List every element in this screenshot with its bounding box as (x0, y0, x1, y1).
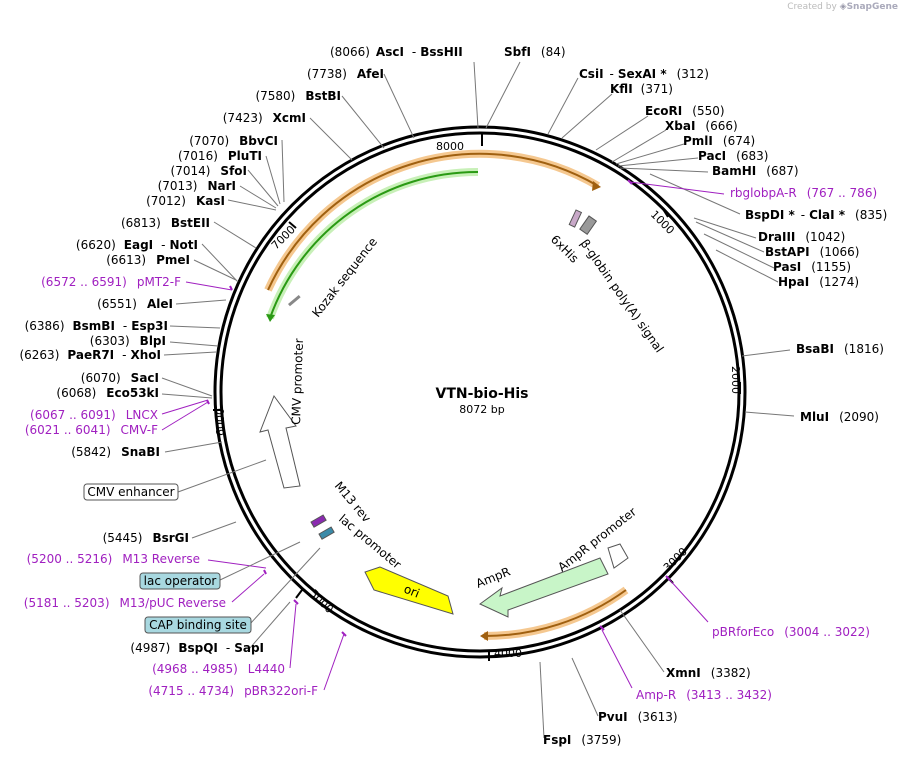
enzyme-eagI: (6620)EagI-NotI (76, 238, 198, 252)
gene-arc-inner-line (269, 170, 479, 319)
primer-rbglobpA-R: rbglobpA-R(767 .. 786) (730, 186, 877, 200)
enzyme-ascI: (8066)AscI-BssHII (330, 45, 463, 59)
enzyme-narI: (7013)NarI (158, 179, 236, 193)
enzyme-bstAPI: BstAPI(1066) (765, 245, 859, 259)
enzyme-csiI: CsiI-SexAI *(312) (579, 67, 709, 81)
gene-arc-arrow (592, 181, 601, 191)
polya-label: β-globin poly(A) signal (578, 237, 667, 356)
ori-label: ori (402, 582, 422, 601)
box-leaders (177, 459, 321, 625)
enzyme-paeR7I: (6263)PaeR7I-XhoI (19, 348, 161, 362)
enzyme-snaBI: (5842)SnaBI (71, 445, 160, 459)
lac-operator-label: lac operator (144, 574, 217, 588)
enzyme-blpI: (6303)BlpI (90, 334, 166, 348)
enzyme-bbvCI: (7070)BbvCI (189, 134, 278, 148)
enzyme-pmlI: PmlI(674) (683, 134, 755, 148)
credit-prefix: Created by (787, 2, 837, 12)
enzyme-pvuI: PvuI(3613) (598, 710, 678, 724)
m13rev-box (310, 514, 327, 528)
lac-promoter-label: lac promoter (336, 512, 404, 572)
tick-4000: 4000 (494, 647, 522, 660)
backbone-outer (213, 125, 747, 659)
enzyme-pmeI: (6613)PmeI (106, 253, 190, 267)
enzyme-aleI: (6551)AleI (97, 297, 173, 311)
ampr-arc-arrow (480, 631, 488, 641)
enzyme-fspI: FspI(3759) (543, 733, 621, 747)
polya-box (579, 215, 598, 235)
enzyme-mluI: MluI(2090) (800, 410, 879, 424)
gene-arc-outer-line (267, 152, 599, 291)
snapgene-credit: Created by ◈SnapGene (787, 2, 898, 12)
plasmid-name: VTN-bio-His (435, 386, 528, 402)
enzyme-kflI: KflI(371) (610, 82, 673, 96)
primer-cmv-f: (6021 .. 6041)CMV-F (25, 423, 158, 437)
enzyme-pasI: PasI(1155) (773, 260, 851, 274)
tick-2000: 2000 (729, 366, 742, 394)
boxed-feature-cap-binding-site: CAP binding site (144, 616, 252, 634)
primer-m13-reverse: (5200 .. 5216)M13 Reverse (27, 552, 200, 566)
his-label: 6xHis (548, 232, 581, 265)
primer-marks (206, 179, 671, 637)
primer-labels: rbglobpA-R(767 .. 786) pBRforEco(3004 ..… (24, 186, 877, 702)
enzyme-pluTI: (7016)PluTI (178, 149, 262, 163)
enzyme-bsrGI: (5445)BsrGI (103, 531, 189, 545)
primer-lncx: (6067 .. 6091)LNCX (30, 408, 158, 422)
snapgene-logo-icon: ◈ (839, 2, 847, 12)
enzyme-kasI: (7012)KasI (146, 194, 225, 208)
enzyme-bstBI: (7580)BstBI (255, 89, 341, 103)
ampr-promoter-arrow (607, 543, 629, 569)
enzyme-draIII: DraIII(1042) (758, 230, 845, 244)
enzyme-labels-top: (8066)AscI-BssHII SbfI(84) CsiI-SexAI *(… (330, 45, 887, 747)
enzyme-leaders (161, 61, 795, 739)
primer-amp-r: Amp-R(3413 .. 3432) (636, 688, 772, 702)
ori-arrow (364, 566, 454, 615)
his-box (568, 209, 583, 228)
ampr-label: AmpR (474, 564, 512, 590)
enzyme-sacI: (6070)SacI (81, 371, 159, 385)
boxed-feature-cmv-enhancer: CMV enhancer (83, 483, 179, 501)
enzyme-ecoRI: EcoRI(550) (645, 104, 725, 118)
lac-promoter-box (318, 526, 335, 540)
enzyme-bspDI: BspDI *-ClaI *(835) (745, 208, 887, 222)
cmv-promoter-label: CMV promoter (289, 338, 306, 425)
credit-brand: SnapGene (846, 2, 898, 12)
primer-pMT2-F: (6572 .. 6591)pMT2-F (41, 275, 181, 289)
cap-binding-site-label: CAP binding site (149, 618, 247, 632)
enzyme-bstEII: (6813)BstEII (121, 216, 210, 230)
tick-6000: 6000 (214, 408, 227, 436)
enzyme-sfoI: (7014)SfoI (171, 164, 247, 178)
enzyme-hpaI: HpaI(1274) (778, 275, 859, 289)
enzyme-sbfI: SbfI(84) (504, 45, 566, 59)
gene-arc-inner-arrow (266, 314, 275, 322)
cmv-promoter-arrow (259, 394, 301, 489)
cmv-enhancer-label: CMV enhancer (87, 485, 174, 499)
primer-pBRforEco: pBRforEco(3004 .. 3022) (712, 625, 870, 639)
primer-pBR322ori-F: (4715 .. 4734)pBR322ori-F (148, 684, 318, 698)
kozak-box (288, 295, 301, 307)
boxed-feature-lac-operator: lac operator (139, 572, 221, 590)
enzyme-xbaI: XbaI(666) (665, 119, 738, 133)
enzyme-bsaBI: BsaBI(1816) (796, 342, 884, 356)
enzyme-bamHI: BamHI(687) (712, 164, 799, 178)
primer-m13-puc-reverse: (5181 .. 5203)M13/pUC Reverse (24, 596, 226, 610)
enzyme-xmnI: XmnI(3382) (666, 666, 751, 680)
enzyme-bspQI: (4987)BspQI-SapI (130, 641, 264, 655)
ampr-arrow (479, 557, 609, 618)
enzyme-xcmI: (7423)XcmI (223, 111, 306, 125)
plasmid-length: 8072 bp (459, 403, 504, 416)
tick-8000: 8000 (436, 140, 464, 153)
enzyme-eco53kI: (6068)Eco53kI (56, 386, 159, 400)
primer-leaders (161, 181, 725, 691)
enzyme-labels-left: (4987)BspQI-SapI (5445)BsrGI (5842)SnaBI… (19, 67, 384, 655)
ampr-arc-outer-line (483, 589, 627, 638)
primer-L4440: (4968 .. 4985)L4440 (152, 662, 285, 676)
kozak-label: Kozak sequence (309, 235, 380, 320)
enzyme-pacI: PacI(683) (698, 149, 768, 163)
tick-1000: 1000 (648, 208, 677, 237)
enzyme-bsmBI: (6386)BsmBI-Esp3I (25, 319, 168, 333)
enzyme-afeI: (7738)AfeI (307, 67, 384, 81)
